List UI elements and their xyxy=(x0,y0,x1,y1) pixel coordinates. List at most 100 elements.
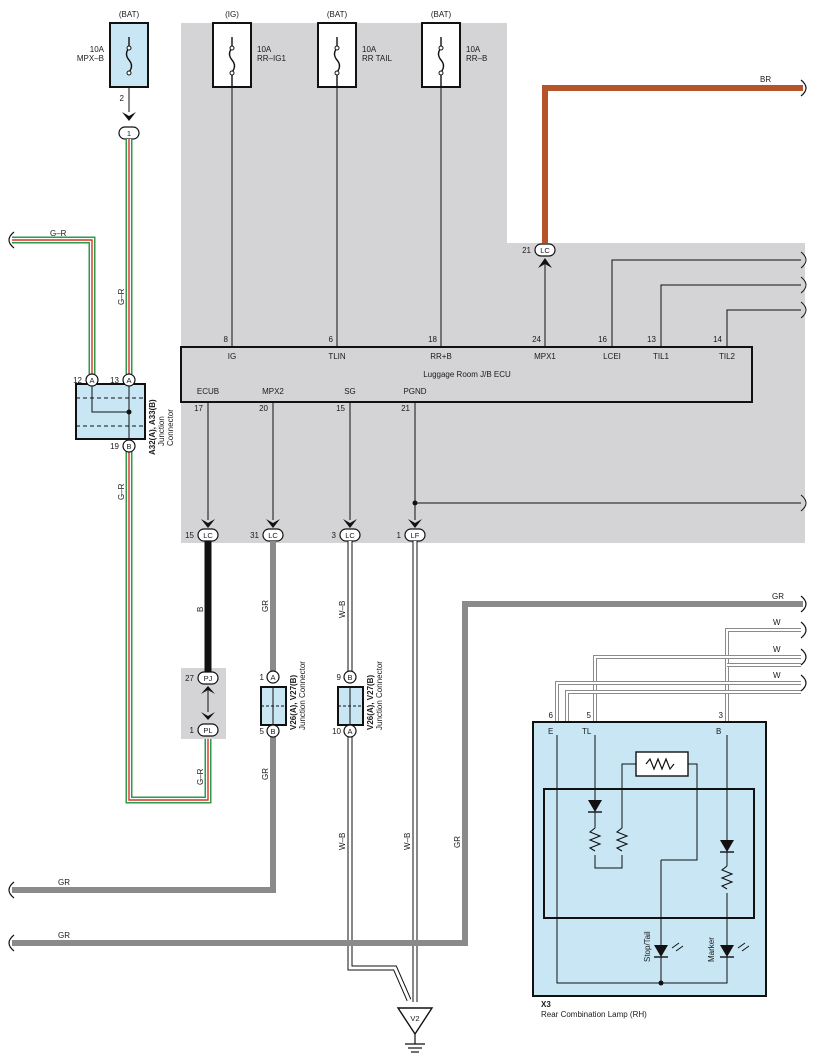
wire-wb3-label: W–B xyxy=(403,833,412,850)
jv2-pin-b: 10 xyxy=(332,727,341,736)
ecu-term-lcei: LCEI xyxy=(603,352,621,361)
fuse3-name: RR TAIL xyxy=(362,54,392,63)
ground-code: V2 xyxy=(410,1014,419,1023)
ja-a-left: A xyxy=(89,376,94,385)
ecu-term-mpx1: MPX1 xyxy=(534,352,556,361)
fuse1-name: MPX–B xyxy=(77,54,104,63)
fuse4-source: (BAT) xyxy=(431,10,452,19)
fuse-rr-b xyxy=(421,22,461,88)
ecu-pin-ecub: 17 xyxy=(194,404,203,413)
jv2-a-bot: A xyxy=(347,727,352,736)
wire-wb2-label: W–B xyxy=(338,833,347,850)
ja-pin12: 12 xyxy=(73,376,82,385)
lamp-led2: Marker xyxy=(707,937,716,962)
lc15-code: LC xyxy=(203,531,213,540)
wire-gr-right-label: GR xyxy=(772,592,784,601)
wire-w3: W xyxy=(773,671,781,680)
ecu-pin-pgnd: 21 xyxy=(401,404,410,413)
fuse3-amps: 10A xyxy=(362,45,377,54)
lamp-pin-tl: 5 xyxy=(587,711,592,720)
ecu-term-tlin: TLIN xyxy=(328,352,346,361)
ja-sub: Junction xyxy=(157,416,166,446)
lc31-code: LC xyxy=(268,531,278,540)
jv2-name: V26(A), V27(B) xyxy=(366,675,375,730)
lamp-name: Rear Combination Lamp (RH) xyxy=(541,1010,647,1019)
wire-gr-mid: GR xyxy=(261,600,270,612)
ja-b: B xyxy=(126,442,131,451)
jv1-sub: Junction Connector xyxy=(298,661,307,730)
ja-name: A32(A), A33(B) xyxy=(148,399,157,455)
jv1-name: V26(A), V27(B) xyxy=(289,675,298,730)
ecu-term-mpx2: MPX2 xyxy=(262,387,284,396)
lamp-term-e: E xyxy=(548,727,553,736)
jv1-pin-b: 5 xyxy=(260,727,265,736)
lc3-code: LC xyxy=(345,531,355,540)
lc21-pin: 21 xyxy=(522,246,531,255)
ecu-term-pgnd: PGND xyxy=(403,387,426,396)
jv2-b-top: B xyxy=(347,673,352,682)
jv1-a: A xyxy=(270,673,275,682)
ja-pin19: 19 xyxy=(110,442,119,451)
conn1-code: 1 xyxy=(127,129,131,138)
ground-v2 xyxy=(396,1007,434,1053)
fuse1-pin: 2 xyxy=(120,94,125,103)
lf1-code: LF xyxy=(411,531,420,540)
fuse1-source: (BAT) xyxy=(119,10,140,19)
right-wires xyxy=(611,251,807,347)
jv2-pin-a: 9 xyxy=(337,673,342,682)
lc21-code: LC xyxy=(540,246,550,255)
wire-gr-vert2: G–R xyxy=(117,483,126,500)
jv2-sub: Junction Connector xyxy=(375,661,384,730)
ecu-pin-lcei: 16 xyxy=(598,335,607,344)
wire-wb-sg xyxy=(347,541,412,1002)
ecu-pin-mpx2: 20 xyxy=(259,404,268,413)
wire-wb1-label: W–B xyxy=(338,601,347,618)
fuse4-amps: 10A xyxy=(466,45,481,54)
ecu-term-sg: SG xyxy=(344,387,356,396)
jv1-b: B xyxy=(270,727,275,736)
lamp-term-b: B xyxy=(716,727,721,736)
fuse2-source: (IG) xyxy=(225,10,239,19)
ecu-box xyxy=(180,346,753,403)
ecu-pin-til2: 14 xyxy=(713,335,722,344)
fuse4-name: RR–B xyxy=(466,54,487,63)
lamp-term-tl: TL xyxy=(582,727,592,736)
ecu-pin-mpx1: 24 xyxy=(532,335,541,344)
wire-gr-left2: GR xyxy=(58,931,70,940)
wire-br-label: BR xyxy=(760,75,771,84)
ecu-term-ecub: ECUB xyxy=(197,387,219,396)
wire-gr-vert1: G–R xyxy=(117,288,126,305)
jv1-pin-a: 1 xyxy=(260,673,265,682)
connector-pj-pl xyxy=(197,671,219,737)
ecu-term-til1: TIL1 xyxy=(653,352,670,361)
wire-gr-mpx2 xyxy=(12,541,276,893)
pl-code: PL xyxy=(203,726,212,735)
wire-gr-right-vert: GR xyxy=(453,836,462,848)
ecu-bottom-wires xyxy=(207,402,807,520)
wire-gr-top-left: G–R xyxy=(50,229,67,238)
wire-w1: W xyxy=(773,618,781,627)
lamp-pin-b: 3 xyxy=(719,711,724,720)
ecu-title: Luggage Room J/B ECU xyxy=(423,370,511,379)
fuse-rr-tail xyxy=(317,22,357,88)
connector-lc-21 xyxy=(534,243,556,347)
wire-gr-v1-bottom: GR xyxy=(261,768,270,780)
wire-gr-left1: GR xyxy=(58,878,70,887)
lamp-id: X3 xyxy=(541,1000,551,1009)
ecu-pin-rrb: 18 xyxy=(428,335,437,344)
junction-v26-v27-1 xyxy=(260,670,287,738)
lc31-pin: 31 xyxy=(250,531,259,540)
fuse1-amps: 10A xyxy=(90,45,105,54)
ecu-term-til2: TIL2 xyxy=(719,352,736,361)
connector-1 xyxy=(118,87,140,140)
fuse-rr-ig1 xyxy=(212,22,252,88)
lamp-x3 xyxy=(532,721,767,997)
fuse2-name: RR–IG1 xyxy=(257,54,286,63)
junction-v26-v27-2 xyxy=(337,670,364,738)
wire-b-label: B xyxy=(196,607,205,612)
wire-br xyxy=(542,79,807,243)
ecu-pin-sg: 15 xyxy=(336,404,345,413)
junction-a32-a33 xyxy=(75,373,146,453)
